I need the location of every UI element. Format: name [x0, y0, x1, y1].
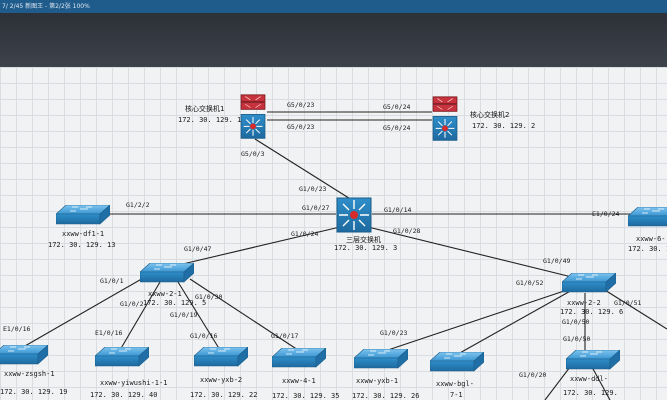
port-label: G1/0/30 [195, 293, 222, 301]
switch-xxww-2-1[interactable]: xxww-2-1 172. 30. 129. 5 [140, 263, 206, 307]
diagram-canvas[interactable]: G5/0/23 G5/0/24 G5/0/23 G5/0/24 G5/0/3 G… [0, 67, 667, 400]
link-x21-yiwushi [119, 281, 161, 351]
port-label: G1/0/52 [516, 279, 543, 287]
switch-xxww-df1-1[interactable]: xxww-df1-1 172. 30. 129. 13 [48, 205, 115, 249]
switch-xxww-2-2[interactable]: xxww-2-2 172. 30. 129. 6 [560, 273, 623, 316]
port-label: G1/0/24 [291, 230, 318, 238]
network-diagram: G5/0/23 G5/0/24 G5/0/23 G5/0/24 G5/0/3 G… [0, 94, 667, 400]
port-label: G1/0/50 [563, 335, 590, 343]
link-x22-yxb1 [381, 288, 571, 353]
switch-xxww-6[interactable]: xxww-6- 172. 30. 129. [628, 207, 667, 253]
port-label: G1/0/19 [170, 311, 197, 319]
port-label: G1/0/17 [271, 332, 298, 340]
port-label: E1/0/24 [592, 210, 619, 218]
device-name: xxww-yiwushi-1-1 [100, 379, 167, 387]
device-name: 三层交换机 [346, 235, 381, 244]
window-title: 7/ 2/45 新图王 - 第2/2张 100% [0, 0, 667, 13]
port-label: G1/0/20 [519, 371, 546, 379]
device-name: 核心交换机2 [470, 110, 509, 119]
link-l3-x21 [169, 226, 341, 268]
port-label: G5/0/23 [287, 123, 314, 131]
device-name: xxww-2-1 [148, 290, 182, 298]
device-ip: 172. 30. 129. 40 [90, 391, 157, 399]
device-ip: 172. 30. 129. 35 [272, 392, 339, 400]
device-name: 核心交换机1 [185, 104, 224, 113]
port-label: G1/0/16 [190, 332, 217, 340]
port-label: G1/0/28 [393, 227, 420, 235]
device-ip: 172. 30. 129. [563, 389, 618, 397]
device-name: xxww-zsgsh-1 [4, 370, 55, 378]
link-core1-l3 [254, 138, 353, 201]
device-ip: 172. 30. 129. 1 [178, 116, 241, 124]
switch-xxww-bgl[interactable]: xxww-bgl- 7-1 [430, 352, 484, 399]
switch-xxww-yiwushi-1-1[interactable]: xxww-yiwushi-1-1 172. 30. 129. 40 [90, 347, 167, 399]
link-x21-yxb2 [177, 281, 221, 351]
port-label: G1/0/50 [562, 318, 589, 326]
port-label: G1/0/49 [543, 257, 570, 265]
device-ip: 172. 30. 129. 22 [190, 391, 257, 399]
device-name: xxww-ddl- [570, 375, 608, 383]
link-x21-zsgsh [17, 276, 146, 351]
port-label: G1/0/51 [614, 299, 641, 307]
link-x22-right [599, 286, 667, 330]
device-ip: 172. 30. 129. 13 [48, 241, 115, 249]
device-ip: 172. 30. 129. 5 [143, 299, 206, 307]
link-x22-bgl [457, 288, 575, 355]
device-ip: 7-1 [450, 391, 463, 399]
link-ddl-left [544, 366, 571, 400]
port-label: G1/0/27 [302, 204, 329, 212]
switch-xxww-yxb-1[interactable]: xxww-yxb-1 172. 30. 129. 26 [352, 349, 419, 400]
device-name: xxww-bgl- [436, 380, 474, 388]
port-label: G5/0/24 [383, 103, 410, 111]
device-ip: 172. 30. 129. 19 [0, 388, 67, 396]
port-label: G1/0/2 [120, 300, 144, 308]
switch-xxww-zsgsh-1[interactable]: xxww-zsgsh-1 172. 30. 129. 19 [0, 345, 67, 396]
device-name: xxww-6- [636, 235, 666, 243]
port-label: E1/0/16 [3, 325, 30, 333]
device-name: xxww-4-1 [282, 377, 316, 385]
device-name: xxww-yxb-2 [200, 376, 242, 384]
device-name: xxww-yxb-1 [356, 377, 398, 385]
core-switch-2[interactable]: 核心交换机2 172. 30. 129. 2 [432, 96, 535, 141]
port-label: G1/0/23 [380, 329, 407, 337]
port-labels: G5/0/23 G5/0/24 G5/0/23 G5/0/24 G5/0/3 G… [3, 101, 641, 379]
device-name: xxww-df1-1 [62, 230, 104, 238]
link-x21-x41 [189, 278, 299, 351]
device-name: xxww-2-2 [567, 299, 601, 307]
port-label: G1/2/2 [126, 201, 150, 209]
device-ip: 172. 30. 129. 3 [334, 244, 397, 252]
l3-switch[interactable]: 三层交换机 172. 30. 129. 3 [334, 197, 397, 252]
port-label: G5/0/24 [383, 124, 410, 132]
switch-xxww-4-1[interactable]: xxww-4-1 172. 30. 129. 35 [272, 348, 339, 400]
device-ip: 172. 30. 129. 26 [352, 392, 419, 400]
switch-xxww-yxb-2[interactable]: xxww-yxb-2 172. 30. 129. 22 [190, 347, 257, 399]
toolbar-ribbon [0, 13, 667, 67]
device-ip: 172. 30. 129. 2 [472, 122, 535, 130]
port-label: E1/0/16 [95, 329, 122, 337]
device-ip: 172. 30. 129. 6 [560, 308, 623, 316]
switch-xxww-ddl[interactable]: xxww-ddl- 172. 30. 129. [563, 350, 620, 397]
port-label: G5/0/3 [241, 150, 265, 158]
link-ddl-down [591, 366, 611, 400]
port-label: G5/0/23 [287, 101, 314, 109]
link-l3-x22 [367, 226, 585, 281]
core-switch-1[interactable]: 核心交换机1 172. 30. 129. 1 [178, 94, 266, 139]
port-label: G1/0/14 [384, 206, 411, 214]
port-label: G1/0/47 [184, 245, 211, 253]
links [17, 111, 667, 400]
port-label: G1/0/23 [299, 185, 326, 193]
device-ip: 172. 30. 129. [628, 245, 667, 253]
port-label: G1/0/1 [100, 277, 124, 285]
